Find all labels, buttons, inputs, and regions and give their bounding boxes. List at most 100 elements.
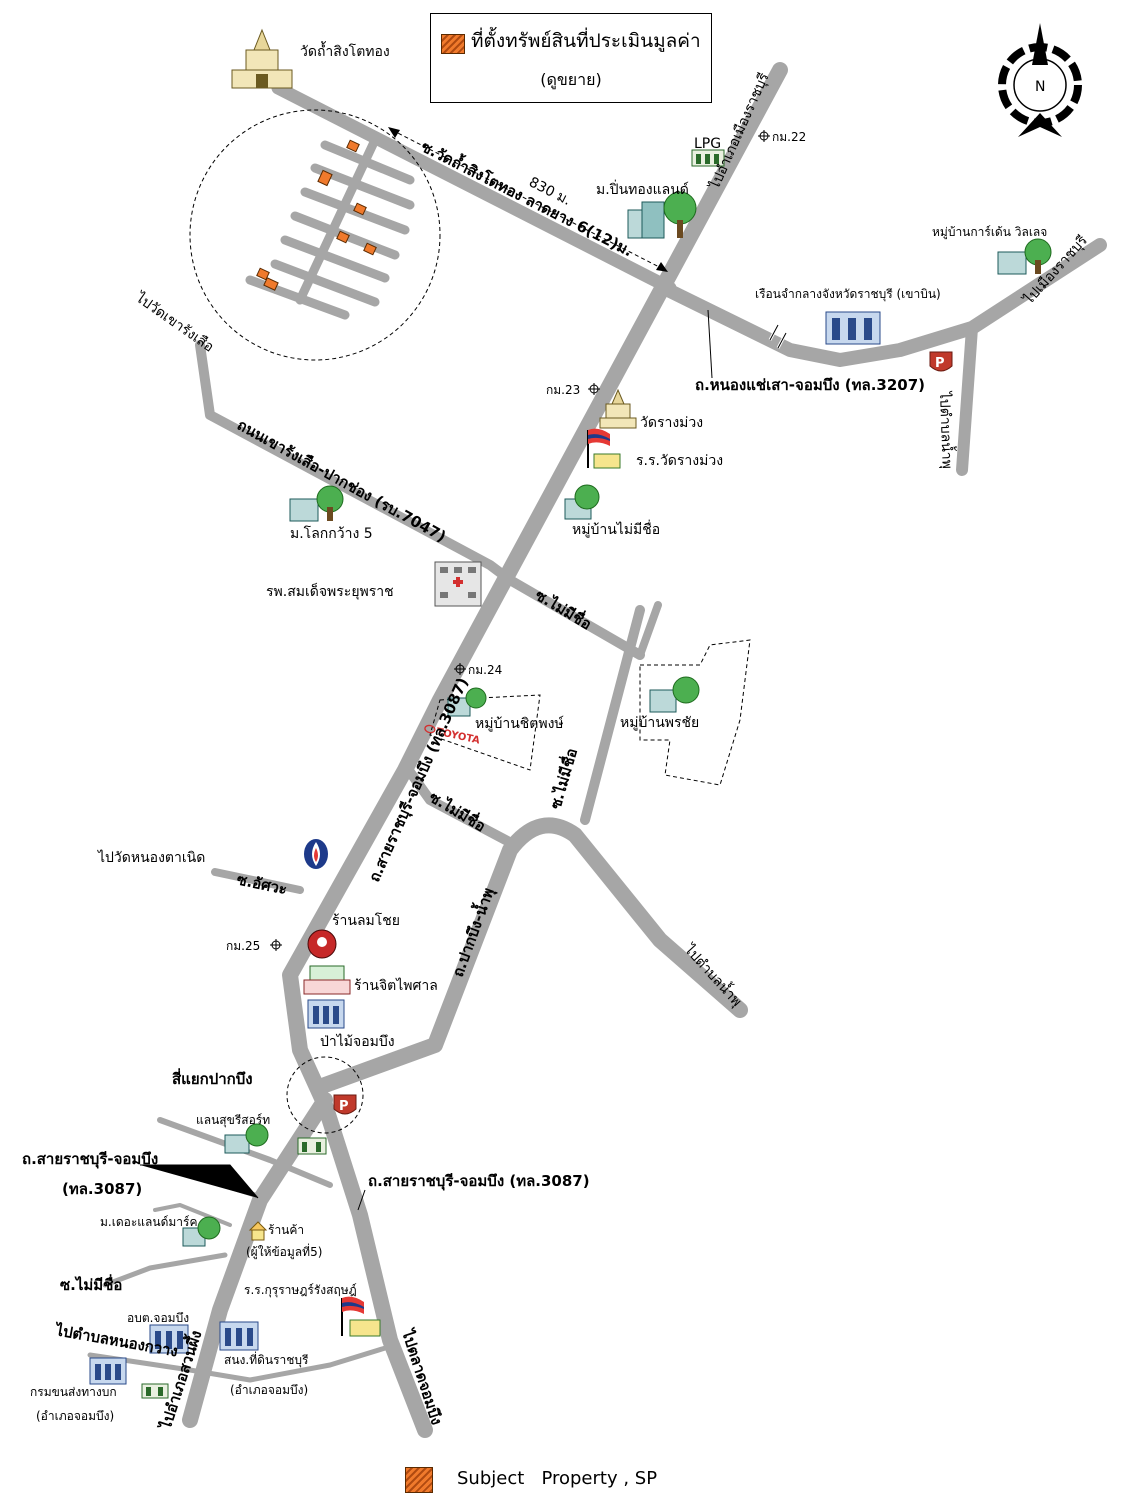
shop-building-icon: [303, 965, 351, 995]
svg-text:กม.22: กม.22: [772, 130, 806, 144]
label-wat-tham-singto-thong: วัดถ้ำสิงโตทอง: [300, 41, 390, 60]
road-soi-mai-mi-chue-sw: [102, 1252, 228, 1288]
bottom-legend-label: Subject Property , SP: [457, 1468, 658, 1489]
label-garden-village: หมู่บ้านการ์เด้น วิลเลจ: [932, 225, 1047, 240]
gas-station-icon: [297, 1137, 327, 1155]
svg-text:กม.25: กม.25: [226, 939, 260, 953]
village-tree-icon: [224, 1123, 269, 1154]
label-school-rang-muang: ร.ร.วัดรางม่วง: [636, 453, 723, 469]
leader-main-road-south: [357, 1189, 366, 1211]
label-hospital: รพ.สมเด็จพระยุพราช: [266, 582, 394, 600]
label-main-road-south: ถ.สายราชบุรี-จอมบึง (ทล.3087): [368, 1172, 590, 1191]
road-highway-3087: [282, 62, 788, 1438]
government-office-icon: [89, 1357, 127, 1385]
label-village-chitphong: หมู่บ้านชิตพงษ์: [475, 715, 564, 732]
temple-icon: [231, 28, 293, 89]
label-village-phonchai: หมู่บ้านพรชัย: [620, 715, 699, 731]
road-soi-no-name-north: [580, 605, 645, 825]
label-soi-mai-mi-chue-1: ซ.ไม่มีชื่อ: [532, 584, 596, 633]
road-nong-chae-sao: [661, 238, 1107, 367]
label-soi-mai-mi-chue-4: ซ.ไม่มีชื่อ: [60, 1274, 122, 1294]
leader-nong-chae-sao: [707, 309, 713, 379]
label-main-road: ถ.สายราชบุรี-จอมบึง (ทล.3087): [365, 675, 472, 885]
north-compass-icon: N: [998, 23, 1082, 137]
road-soi-no-name-mid: [400, 760, 520, 850]
km-marker-23: กม.23: [546, 383, 600, 397]
distance-arrow: [391, 129, 666, 271]
village-phonchai-boundary: [639, 639, 751, 786]
subject-property-swatch-icon: [441, 34, 465, 54]
government-office-icon: [149, 1324, 189, 1354]
village-tree-icon: [289, 485, 344, 522]
office-building-icon: [307, 999, 345, 1029]
temple-icon: [599, 388, 637, 429]
label-main-road-left-1: ถ.สายราชบุรี-จอมบึง: [22, 1150, 158, 1169]
label-shop-lom-choi: ร้านลมโชย: [332, 912, 400, 929]
svg-text:P: P: [935, 356, 945, 371]
gas-station-icon: [141, 1383, 169, 1399]
label-to-mueang-ratchaburi-1: ไปอำเภอเมืองราชบุรี: [706, 70, 773, 193]
label-school-kururat: ร.ร.กุรุราษฎร์รังสฤษฎ์: [244, 1283, 357, 1298]
village-tree-icon: [447, 687, 487, 717]
road-highway-3087-sw: [182, 1092, 333, 1428]
label-moo-pin-thong-land: ม.ปิ่นทองแลนด์: [596, 180, 689, 198]
label-obt-chom-bueng: อบต.จอมบึง: [127, 1311, 189, 1325]
hospital-icon: [434, 561, 482, 607]
subject-property-swatch-icon: [405, 1467, 433, 1493]
village-tree-icon: [182, 1216, 221, 1247]
school-flag-icon: [587, 428, 621, 469]
village-tree-icon: [997, 238, 1052, 275]
km-marker-25: กม.25: [226, 939, 282, 953]
zoom-circle: [189, 109, 441, 361]
village-tree-icon: [627, 191, 697, 239]
legend-title: ที่ตั้งทรัพย์สินที่ประเมินมูลค่า: [471, 30, 701, 52]
distance-arrow-head-end: [656, 262, 668, 272]
label-soi-atsawa: ซ.อัศวะ: [235, 870, 289, 898]
label-to-wat-khao-rang-suea: ไปวัดเขารังเสือ: [132, 289, 217, 356]
road-nam-phu-branch: [956, 322, 978, 476]
leader-main-road-left: [140, 1164, 259, 1199]
label-dept-transport-1: กรมขนส่งทางบก: [30, 1385, 117, 1399]
road-khao-rang-suea: [195, 340, 645, 660]
svg-text:กม.24: กม.24: [468, 663, 502, 677]
road-soi-atsawa: [211, 868, 304, 894]
label-main-road-left-2: (ทล.3087): [62, 1180, 142, 1198]
road-soi-no-name-east: [636, 601, 662, 659]
label-to-tambon-nam-phu-1: ไปตำบลน้ำพุ: [936, 390, 958, 469]
village-tree-icon: [564, 484, 600, 520]
label-wat-rang-muang: วัดรางม่วง: [640, 415, 703, 431]
legend-box: ที่ตั้งทรัพย์สินที่ประเมินมูลค่า (ดูขยาย…: [430, 13, 712, 103]
label-shop-informant-2: (ผู้ให้ข้อมูลที่5): [246, 1243, 322, 1260]
road-pak-bueng-nam-phu: [317, 817, 748, 1093]
road-branch-resort: [157, 1117, 333, 1188]
label-shop-informant-1: ร้านค้า: [268, 1223, 304, 1237]
label-dept-transport-2: (อำเภอจอมบึง): [36, 1409, 114, 1423]
label-land-office-2: (อำเภอจอมบึง): [230, 1383, 308, 1397]
school-flag-icon: [341, 1296, 381, 1337]
svg-text:P: P: [339, 1099, 349, 1114]
road-soi-wat-tham: [271, 81, 677, 295]
label-shop-chit-phaisan: ร้านจิตไพศาล: [354, 977, 438, 994]
km-marker-24: กม.24: [454, 663, 502, 677]
label-intersection: สี่แยกปากบึง: [172, 1068, 253, 1088]
label-prison: เรือนจำกลางจังหวัดราชบุรี (เขาบิน): [755, 287, 941, 302]
village-chitphong-boundary: [429, 694, 541, 771]
distance-arrow-head-start: [388, 127, 400, 138]
label-moo-the-landmark: ม.เดอะแลนด์มาร์ค: [100, 1215, 197, 1229]
gas-station-icon: [691, 149, 725, 167]
road-break-mark-line: [769, 324, 787, 349]
label-to-wat-nong-ta-noen: ไปวัดหนองตาเนิด: [97, 849, 205, 866]
svg-text:N: N: [1035, 79, 1045, 95]
label-moo-lok-kwang: ม.โลกกว้าง 5: [290, 525, 373, 542]
government-office-icon: [219, 1321, 259, 1351]
label-soi-mai-mi-chue-2: ซ.ไม่มีชื่อ: [426, 786, 490, 835]
label-pa-mai-chom-bueng: ป่าไม้จอมบึง: [320, 1033, 395, 1050]
road-nong-kwang: [87, 1342, 398, 1383]
label-land-office-1: สนง.ที่ดินราชบุรี: [224, 1351, 309, 1368]
legend-subtitle: (ดูขยาย): [540, 70, 602, 89]
police-shield-icon: P: [929, 351, 953, 372]
label-land-resort: แลนสุขรีสอร์ท: [196, 1113, 270, 1128]
label-nong-chae-sao: ถ.หนองแช่เสา-จอมบึง (ทล.3207): [695, 376, 925, 394]
